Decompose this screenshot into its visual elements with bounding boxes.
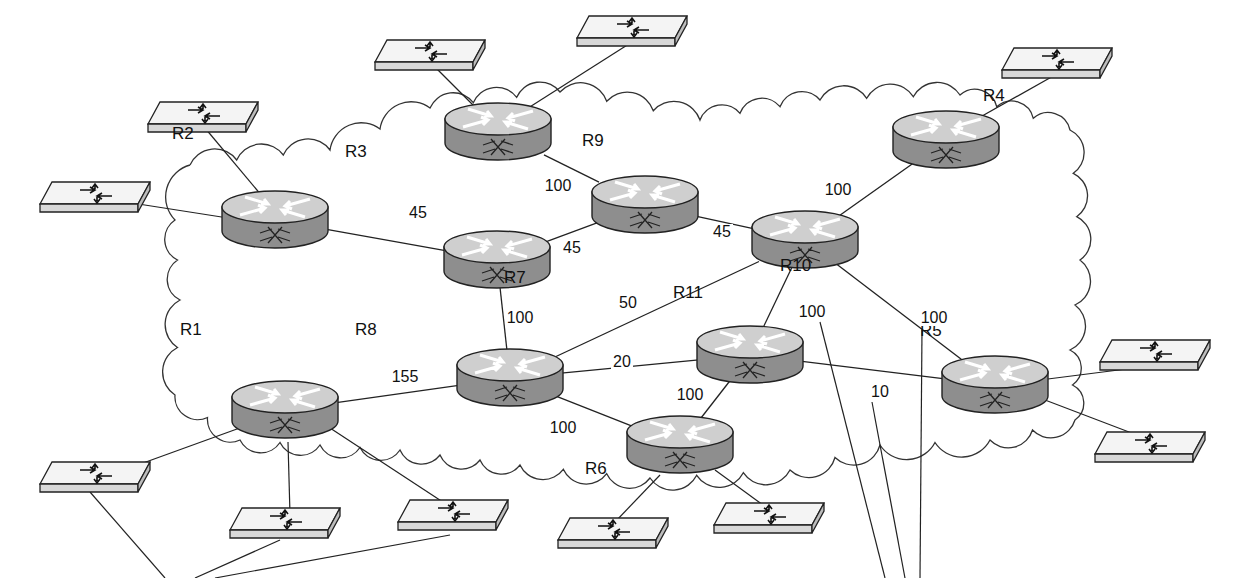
router: R8: [455, 347, 565, 409]
router-icon: [695, 324, 805, 386]
router: R7: [442, 229, 552, 291]
router: R5: [940, 354, 1050, 416]
router: R1: [230, 379, 340, 441]
router-name: R1: [180, 321, 202, 338]
router-icon: [625, 414, 735, 476]
bandwidth-label: 100: [919, 310, 950, 327]
bandwidth-label: 10: [869, 384, 891, 401]
bandwidth-label: 100: [797, 304, 828, 321]
router-icon: [443, 101, 553, 163]
router: R4: [891, 109, 1001, 171]
router-name: R7: [504, 269, 526, 286]
link-line: [321, 228, 451, 251]
router-name: R2: [172, 125, 194, 142]
bandwidth-label: 100: [548, 420, 579, 437]
router-name: R9: [582, 132, 604, 149]
router-icon: [455, 347, 565, 409]
router: R10: [750, 209, 860, 271]
router-name: R3: [345, 143, 367, 160]
router-icon: [220, 189, 330, 251]
link-line: [836, 264, 963, 361]
router-name: R6: [585, 460, 607, 477]
bandwidth-label: 155: [390, 369, 421, 386]
bandwidth-label: 100: [823, 182, 854, 199]
router-name: R8: [355, 321, 377, 338]
router-name: R11: [673, 284, 703, 301]
router-icon: [940, 354, 1050, 416]
bandwidth-label: 45: [407, 205, 429, 222]
router-name: R10: [780, 257, 811, 274]
bandwidth-label: 100: [543, 178, 574, 195]
bandwidth-label: 20: [611, 354, 633, 371]
bandwidth-label: 45: [561, 240, 583, 257]
router: R11: [695, 324, 805, 386]
router-icon: [891, 109, 1001, 171]
bandwidth-label: 100: [505, 310, 536, 327]
link-line: [761, 264, 793, 331]
link-line: [796, 361, 949, 380]
bandwidth-label: 45: [711, 224, 733, 241]
router: R2: [220, 189, 330, 251]
router: R9: [590, 174, 700, 236]
router: R3: [443, 101, 553, 163]
router-icon: [590, 174, 700, 236]
bandwidth-label: 100: [675, 387, 706, 404]
router-icon: [230, 379, 340, 441]
link-line: [331, 385, 464, 404]
router: R6: [625, 414, 735, 476]
bandwidth-label: 50: [617, 295, 639, 312]
router-name: R4: [983, 87, 1005, 104]
router-icon: [442, 229, 552, 291]
